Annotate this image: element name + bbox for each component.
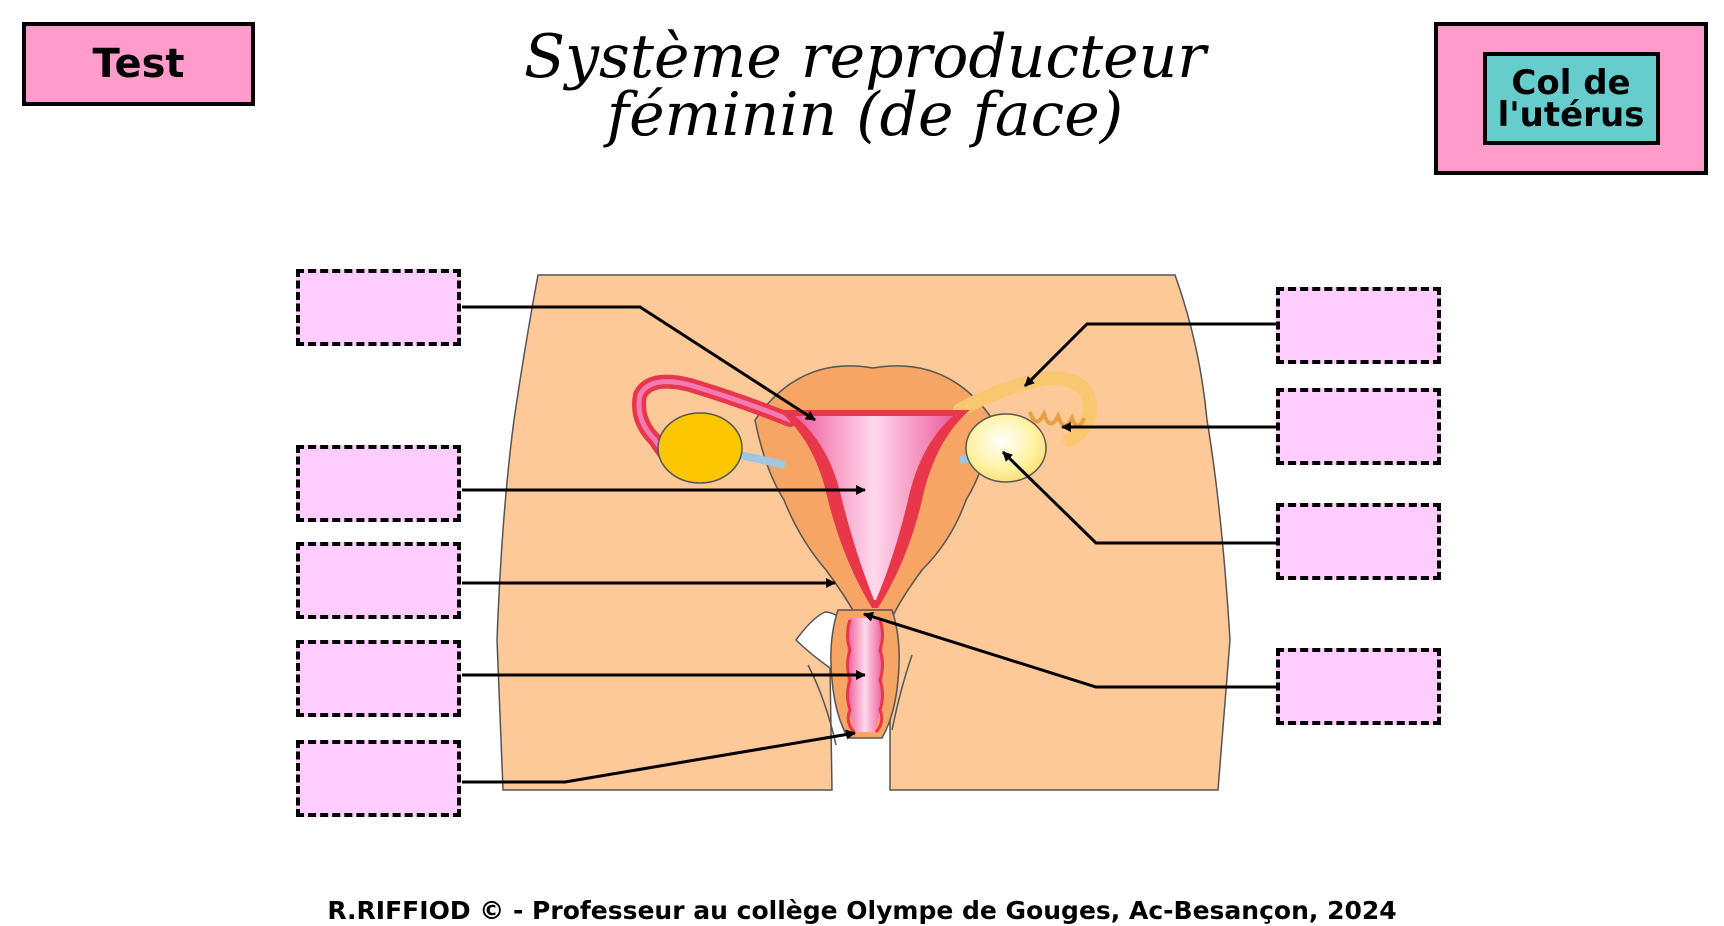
label-box-left-1[interactable] — [296, 269, 461, 346]
label-leader-lines — [462, 305, 1276, 784]
answer-label: Col de l'utérus — [1497, 62, 1645, 135]
answer-label-box: Col de l'utérus — [1482, 52, 1660, 145]
label-box-left-2[interactable] — [296, 445, 461, 522]
test-button[interactable]: Test — [22, 22, 255, 106]
uterine-cavity — [795, 416, 953, 600]
vaginal-wall-right — [874, 619, 884, 734]
right-fimbriae — [1028, 408, 1086, 428]
vaginal-wall-left — [846, 619, 856, 734]
label-box-right-1[interactable] — [1276, 287, 1441, 364]
test-button-label: Test — [92, 41, 185, 87]
label-box-right-3[interactable] — [1276, 503, 1441, 580]
footer-credit: R.RIFFIOD © - Professeur au collège Olym… — [327, 896, 1397, 925]
answer-card[interactable]: Col de l'utérus — [1434, 22, 1708, 175]
title-line-2: féminin (de face) — [606, 80, 1124, 150]
label-box-left-5[interactable] — [296, 740, 461, 817]
label-box-left-4[interactable] — [296, 640, 461, 717]
title-line-1: Système reproducteur — [524, 22, 1206, 92]
thigh-line-right — [891, 654, 913, 731]
left-ovary — [657, 412, 743, 484]
label-box-left-3[interactable] — [296, 542, 461, 619]
label-box-right-4[interactable] — [1276, 648, 1441, 725]
page-title: Système reproducteur féminin (de face) — [430, 27, 1300, 145]
right-ovary — [965, 413, 1047, 483]
left-ovarian-ligament — [739, 451, 786, 469]
label-box-right-2[interactable] — [1276, 388, 1441, 465]
